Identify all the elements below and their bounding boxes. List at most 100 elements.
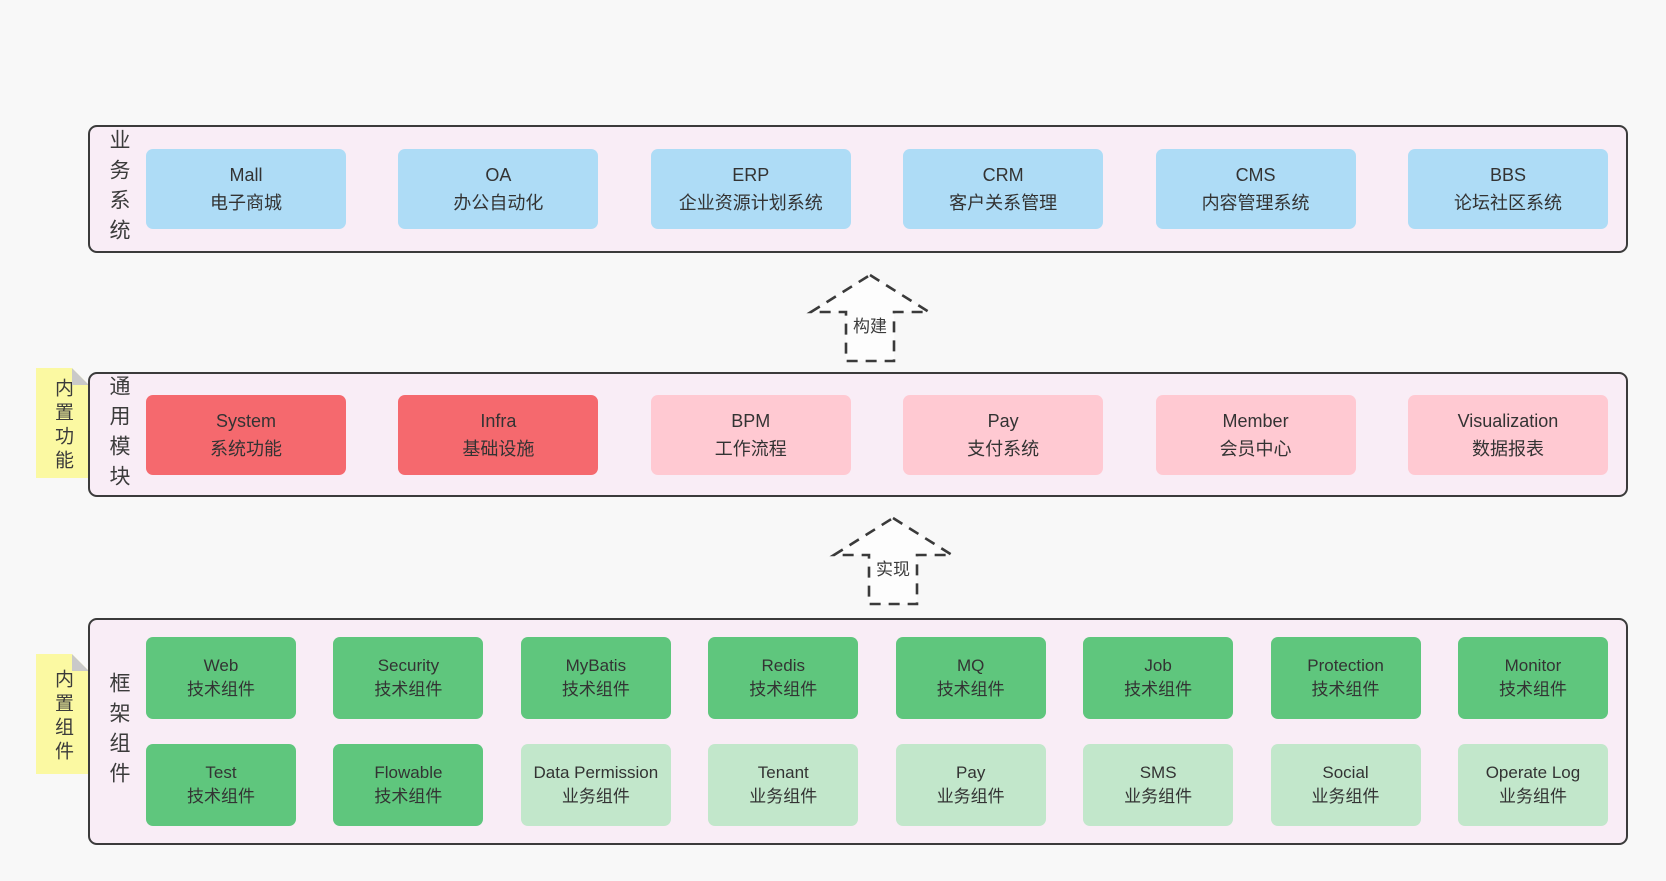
business-systems-boxes: Mall 电子商城 OA 办公自动化 ERP 企业资源计划系统 CRM 客户关系… xyxy=(146,127,1626,251)
sticky-fold-icon xyxy=(72,654,89,671)
sticky-note-text: 内置组件 xyxy=(52,669,73,765)
box-subtitle: 业务组件 xyxy=(1498,787,1567,806)
box-subtitle: 数据报表 xyxy=(1471,438,1544,459)
box-title: Mall xyxy=(229,165,263,185)
box-title: System xyxy=(215,410,276,431)
box-mq: MQ 技术组件 xyxy=(895,637,1046,719)
box-member: Member 会员中心 xyxy=(1155,394,1356,475)
box-title: Tenant xyxy=(757,763,809,782)
box-title: BBS xyxy=(1489,165,1526,185)
box-title: Member xyxy=(1222,410,1289,431)
box-cms: CMS 内容管理系统 xyxy=(1155,149,1356,229)
box-test: Test 技术组件 xyxy=(146,744,296,826)
box-flowable: Flowable 技术组件 xyxy=(333,744,484,826)
box-subtitle: 业务组件 xyxy=(561,787,630,806)
band-common-modules: 通用模块 System 系统功能 Infra 基础设施 BPM 工作流程 Pay… xyxy=(88,372,1628,497)
box-data-permission: Data Permission 业务组件 xyxy=(520,744,671,826)
sticky-note-builtin-components: 内置组件 xyxy=(36,654,89,774)
box-title: Web xyxy=(203,656,239,675)
box-title: Operate Log xyxy=(1485,763,1581,782)
box-social: Social 业务组件 xyxy=(1270,744,1421,826)
box-title: Pay xyxy=(956,763,986,782)
box-subtitle: 论坛社区系统 xyxy=(1453,193,1562,213)
box-subtitle: 技术组件 xyxy=(936,680,1005,699)
box-title: CRM xyxy=(982,165,1024,185)
common-modules-boxes: System 系统功能 Infra 基础设施 BPM 工作流程 Pay 支付系统… xyxy=(146,374,1626,495)
box-subtitle: 技术组件 xyxy=(187,787,255,806)
framework-components-grid: Web 技术组件 Security 技术组件 MyBatis 技术组件 Redi… xyxy=(146,620,1626,843)
band-framework-components: 框架组件 Web 技术组件 Security 技术组件 MyBatis 技术组件… xyxy=(88,618,1628,845)
box-mall: Mall 电子商城 xyxy=(146,149,346,229)
band-label-framework-components: 框架组件 xyxy=(107,671,130,792)
sticky-note-builtin-features: 内置功能 xyxy=(36,368,89,478)
box-title: Data Permission xyxy=(533,763,659,782)
box-subtitle: 技术组件 xyxy=(561,680,630,699)
band-business-systems: 业务系统 Mall 电子商城 OA 办公自动化 ERP 企业资源计划系统 CRM… xyxy=(88,125,1628,253)
box-title: Flowable xyxy=(374,763,443,782)
up-arrow-build: 构建 xyxy=(806,272,934,364)
box-tenant: Tenant 业务组件 xyxy=(708,744,859,826)
box-subtitle: 业务组件 xyxy=(936,787,1005,806)
arrow-build-label: 构建 xyxy=(851,312,889,337)
box-pay-component: Pay 业务组件 xyxy=(895,744,1046,826)
box-title: BPM xyxy=(731,410,771,431)
box-subtitle: 业务组件 xyxy=(1311,787,1380,806)
box-job: Job 技术组件 xyxy=(1083,637,1234,719)
box-bbs: BBS 论坛社区系统 xyxy=(1407,149,1608,229)
box-protection: Protection 技术组件 xyxy=(1270,637,1421,719)
box-title: Pay xyxy=(987,410,1019,431)
box-title: MQ xyxy=(956,656,985,675)
sticky-note-text: 内置功能 xyxy=(52,378,73,474)
box-crm: CRM 客户关系管理 xyxy=(903,149,1104,229)
box-bpm: BPM 工作流程 xyxy=(650,394,851,475)
box-subtitle: 技术组件 xyxy=(1124,680,1193,699)
box-subtitle: 电子商城 xyxy=(210,193,282,213)
box-redis: Redis 技术组件 xyxy=(708,637,859,719)
box-title: Job xyxy=(1144,656,1172,675)
box-subtitle: 技术组件 xyxy=(1311,680,1380,699)
box-monitor: Monitor 技术组件 xyxy=(1457,637,1608,719)
box-title: ERP xyxy=(732,165,770,185)
box-subtitle: 内容管理系统 xyxy=(1201,193,1310,213)
band-label-business-systems: 业务系统 xyxy=(107,129,130,249)
box-title: Social xyxy=(1322,763,1369,782)
box-operate-log: Operate Log 业务组件 xyxy=(1457,744,1608,826)
box-pay: Pay 支付系统 xyxy=(903,394,1104,475)
box-title: OA xyxy=(485,165,512,185)
box-title: MyBatis xyxy=(565,656,627,675)
box-subtitle: 技术组件 xyxy=(187,680,255,699)
box-title: SMS xyxy=(1139,763,1177,782)
box-subtitle: 系统功能 xyxy=(210,438,282,459)
box-subtitle: 企业资源计划系统 xyxy=(678,193,823,213)
box-title: Monitor xyxy=(1504,656,1562,675)
box-title: Redis xyxy=(761,656,805,675)
box-title: CMS xyxy=(1235,165,1276,185)
box-security: Security 技术组件 xyxy=(333,637,484,719)
box-erp: ERP 企业资源计划系统 xyxy=(650,149,851,229)
box-sms: SMS 业务组件 xyxy=(1083,744,1234,826)
box-title: Security xyxy=(377,656,440,675)
box-title: Infra xyxy=(480,410,517,431)
box-system: System 系统功能 xyxy=(146,394,346,475)
box-subtitle: 技术组件 xyxy=(1498,680,1567,699)
box-oa: OA 办公自动化 xyxy=(398,149,599,229)
box-subtitle: 技术组件 xyxy=(749,680,818,699)
sticky-fold-icon xyxy=(72,368,89,385)
box-subtitle: 工作流程 xyxy=(714,438,787,459)
box-subtitle: 会员中心 xyxy=(1219,438,1292,459)
box-subtitle: 支付系统 xyxy=(967,438,1040,459)
framework-components-row-1: Web 技术组件 Security 技术组件 MyBatis 技术组件 Redi… xyxy=(146,637,1608,719)
arrow-implement-label: 实现 xyxy=(874,555,912,580)
box-visualization: Visualization 数据报表 xyxy=(1407,394,1608,475)
box-subtitle: 技术组件 xyxy=(374,787,443,806)
box-subtitle: 基础设施 xyxy=(462,438,535,459)
box-web: Web 技术组件 xyxy=(146,637,296,719)
up-arrow-implement: 实现 xyxy=(829,515,957,607)
box-infra: Infra 基础设施 xyxy=(398,394,599,475)
box-subtitle: 办公自动化 xyxy=(453,193,544,213)
box-title: Test xyxy=(205,763,237,782)
box-subtitle: 业务组件 xyxy=(749,787,818,806)
band-label-common-modules: 通用模块 xyxy=(107,374,130,495)
box-title: Protection xyxy=(1307,656,1384,675)
